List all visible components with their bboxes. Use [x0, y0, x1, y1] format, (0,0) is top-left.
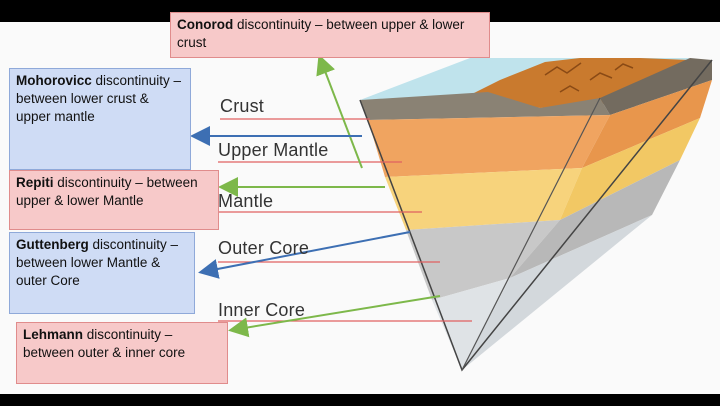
callout-repiti-text: discontinuity – between upper & lower Ma… [16, 175, 198, 208]
label-outer-core: Outer Core [218, 238, 310, 258]
lehmann-arrow [228, 295, 441, 338]
label-crust: Crust [220, 96, 265, 116]
label-upper-mantle: Upper Mantle [218, 140, 329, 160]
conorod-arrow [316, 54, 363, 169]
upper-mantle-front [368, 115, 610, 177]
callout-repiti: Repiti discontinuity – between upper & l… [9, 170, 219, 230]
mantle-side [560, 118, 700, 220]
mantle-front [385, 168, 582, 230]
callout-lehmann-name: Lehmann [23, 327, 84, 342]
callout-guttenberg: Guttenberg discontinuity – between lower… [9, 232, 195, 314]
outer-core-front [406, 220, 560, 300]
callout-conorod-text: discontinuity – between upper & lower cr… [177, 17, 465, 50]
callout-mohorovicc-text: discontinuity – between lower crust & up… [16, 73, 182, 124]
callout-lehmann: Lehmann discontinuity – between outer & … [16, 322, 228, 384]
callout-repiti-name: Repiti [16, 175, 54, 190]
callout-mohorovicc-name: Mohorovicc [16, 73, 92, 88]
callout-mohorovicc: Mohorovicc discontinuity – between lower… [9, 68, 191, 170]
guttenberg-arrow [198, 231, 411, 279]
callout-conorod: Conorod discontinuity – between upper & … [170, 12, 490, 58]
terrain [470, 58, 700, 108]
label-mantle: Mantle [218, 191, 274, 211]
upper-mantle-side [582, 80, 712, 168]
inner-core-side [462, 215, 652, 370]
outer-core-side [510, 160, 680, 278]
label-inner-core: Inner Core [218, 300, 306, 320]
crust-front [360, 92, 610, 120]
callout-guttenberg-text: discontinuity – between lower Mantle & o… [16, 237, 179, 288]
inner-core-front [432, 278, 510, 370]
crust-side [600, 58, 712, 115]
callout-guttenberg-name: Guttenberg [16, 237, 89, 252]
callout-conorod-name: Conorod [177, 17, 234, 32]
callout-lehmann-text: discontinuity – between outer & inner co… [23, 327, 186, 360]
